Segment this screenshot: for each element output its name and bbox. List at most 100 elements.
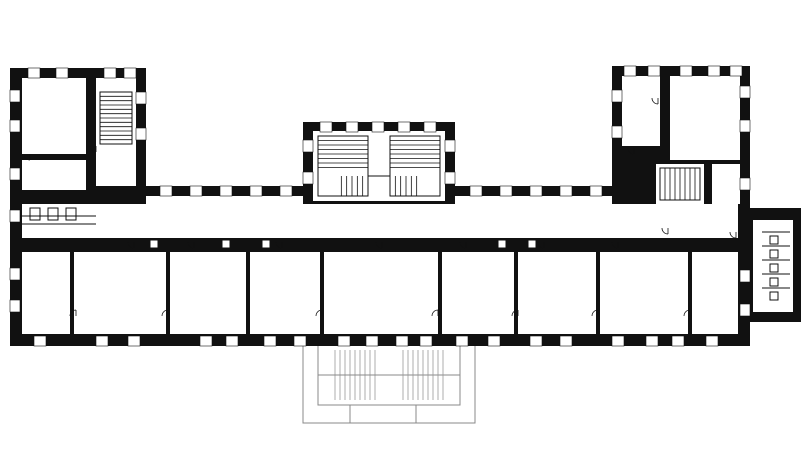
window (199, 335, 213, 347)
partitions (71, 252, 691, 334)
toilet-fixture (769, 291, 779, 301)
door (627, 147, 635, 155)
door (431, 309, 439, 317)
window (345, 121, 359, 133)
window (589, 185, 603, 197)
window (611, 89, 623, 103)
window (455, 335, 469, 347)
stove (221, 239, 231, 249)
window (469, 185, 483, 197)
door (611, 241, 619, 249)
window (95, 335, 109, 347)
window (559, 185, 573, 197)
window (705, 335, 719, 347)
stove (261, 239, 271, 249)
window (679, 65, 693, 77)
door (161, 309, 169, 317)
toilet-fixture (769, 235, 779, 245)
window (319, 121, 333, 133)
window (419, 335, 433, 347)
window (159, 185, 173, 197)
window (135, 91, 147, 105)
window (499, 185, 513, 197)
window (397, 121, 411, 133)
window (529, 335, 543, 347)
window (395, 335, 409, 347)
sanitary-fixtures (762, 231, 790, 301)
toilet-fixture (769, 263, 779, 273)
window (611, 125, 623, 139)
window (279, 185, 293, 197)
rooms (22, 76, 793, 334)
window (444, 139, 456, 153)
window (739, 177, 751, 191)
window (27, 67, 41, 79)
windows (9, 65, 751, 347)
stoves (149, 239, 537, 249)
window (9, 209, 21, 223)
stove (497, 239, 507, 249)
window (487, 335, 501, 347)
door (651, 97, 659, 105)
window (55, 67, 69, 79)
window (365, 335, 379, 347)
door (315, 309, 323, 317)
east-staircase (659, 167, 701, 201)
window (33, 335, 47, 347)
window (123, 67, 137, 79)
window (103, 67, 117, 79)
window (302, 139, 314, 153)
window (739, 269, 751, 283)
door (187, 241, 195, 249)
window (127, 335, 141, 347)
door (591, 309, 599, 317)
window (135, 127, 147, 141)
window (739, 303, 751, 317)
window (559, 335, 573, 347)
door (661, 227, 669, 235)
window (225, 335, 239, 347)
west-service (22, 207, 96, 225)
door (89, 145, 97, 153)
window (611, 335, 625, 347)
door (23, 153, 31, 161)
window (9, 89, 21, 103)
front-steps (302, 334, 476, 424)
window (707, 65, 721, 77)
window (263, 335, 277, 347)
toilet-fixture (769, 249, 779, 259)
window (9, 267, 21, 281)
window (9, 299, 21, 313)
window (219, 185, 233, 197)
window (189, 185, 203, 197)
window (729, 65, 743, 77)
window (671, 335, 685, 347)
window (529, 185, 543, 197)
window (9, 119, 21, 133)
central-staircase (317, 135, 441, 197)
window (371, 121, 385, 133)
window (302, 171, 314, 185)
window (623, 65, 637, 77)
window (293, 335, 307, 347)
window (337, 335, 351, 347)
door (375, 241, 383, 249)
door (729, 231, 737, 239)
window (9, 167, 21, 181)
door (511, 309, 519, 317)
window (645, 335, 659, 347)
door (127, 241, 135, 249)
window (739, 119, 751, 133)
west-staircase (99, 91, 133, 145)
door (275, 241, 283, 249)
door (459, 241, 467, 249)
door (537, 241, 545, 249)
window (444, 171, 456, 185)
window (647, 65, 661, 77)
window (423, 121, 437, 133)
window (739, 85, 751, 99)
toilet-fixture (769, 277, 779, 287)
stove (149, 239, 159, 249)
stove (527, 239, 537, 249)
